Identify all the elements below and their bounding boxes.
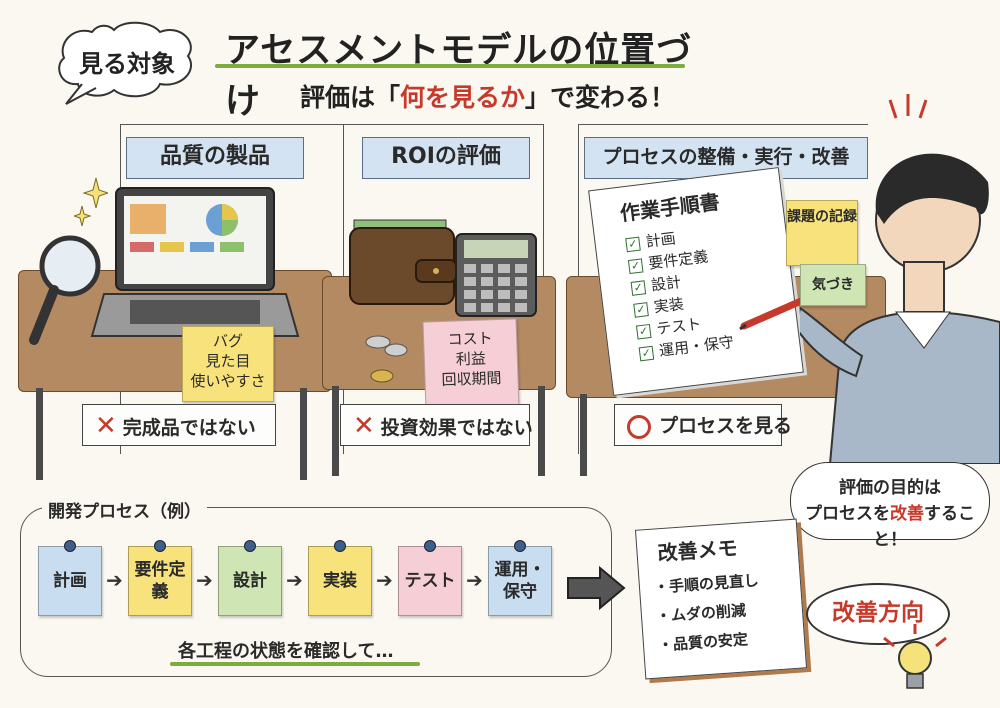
desk-leg [538,386,545,476]
sticky-note-quality: バグ 見た目 使いやすさ [182,326,274,402]
speech-bubble [58,21,192,105]
arrow-right-icon: ➔ [196,568,213,592]
pen-icon [739,294,812,331]
procedure-title: 作業手順書 [618,189,721,226]
procedure-list: ✓計画 ✓要件定義 ✓設計 ✓実装 ✓テスト ✓運用・保守 [625,222,735,365]
panel-top-border [343,124,543,125]
panel-top-border [578,124,868,125]
check-icon: ✓ [633,301,649,318]
panel-label-roi: ROIの評価 [362,137,530,179]
desk-leg [580,394,587,476]
arrow-right-icon: ➔ [286,568,303,592]
desk-leg [332,386,339,476]
panel-label-process: プロセスの整備・実行・改善 [584,137,868,179]
arrow-right-icon: ➔ [106,568,123,592]
caption-underline [170,662,420,666]
calculator-icon [455,233,537,317]
notebook-icon: 改善メモ ・手順の見直し ・ムダの削減 ・品質の安定 [634,518,808,680]
desk-leg [300,388,307,480]
circle-icon [627,414,651,439]
sticky-note-issues: 課題の記録 [786,200,858,266]
verdict-not-product: ✕完成品ではない [82,404,276,446]
process-caption: 各工程の状態を確認して… [178,641,394,662]
memo-item: ・品質の安定 [657,630,749,655]
process-step: 要件定義 [128,546,192,616]
cross-icon: ✕ [95,411,117,441]
process-step: 実装 [308,546,372,616]
memo-title: 改善メモ [656,535,739,566]
pie-chart-icon [206,204,238,236]
sparkle-icon [74,177,108,227]
cross-icon: ✕ [353,411,375,441]
memo-list: ・手順の見直し ・ムダの削減 ・品質の安定 [653,566,764,660]
panel-top-border [120,124,344,125]
wallet-icon [349,219,457,305]
pin-icon [424,540,436,552]
desk-leg [36,388,43,480]
process-step: 計画 [38,546,102,616]
check-icon: ✓ [630,279,647,296]
person-icon [800,153,1000,464]
speech-label: 見る対象 [79,50,175,78]
purpose-speech-bubble: 評価の目的は プロセスを改善すること！ [790,462,990,550]
verdict-see-process: プロセスを見る [614,404,792,446]
arrow-right-icon: ➔ [376,568,393,592]
improvement-direction: 改善方向 [806,583,950,645]
check-icon: ✓ [635,323,652,340]
check-icon: ✓ [627,257,644,274]
subtitle: 評価は「何を見るか」で変わる！ [300,83,676,112]
check-icon: ✓ [638,345,655,361]
sticky-note-awareness: 気づき [800,264,866,306]
emphasis-marks-icon [888,94,928,119]
pin-icon [514,540,526,552]
procedure-document: 作業手順書 ✓計画 ✓要件定義 ✓設計 ✓実装 ✓テスト ✓運用・保守 [588,167,804,396]
pin-icon [64,540,76,552]
arrow-right-icon: ➔ [466,568,483,592]
lightbulb-icon [883,624,947,689]
process-step: 運用・保守 [488,546,552,616]
arrow-right-icon [567,566,626,610]
sticky-note-roi: コスト 利益 回収期間 [422,318,520,410]
pin-icon [154,540,166,552]
coin-icon [365,335,408,383]
subtitle-highlight: 何を見るか [400,83,526,112]
title-underline [215,64,685,68]
magnifier-icon [29,235,101,345]
pin-icon [334,540,346,552]
laptop-icon [90,187,300,337]
pin-icon [244,540,256,552]
process-step: 設計 [218,546,282,616]
check-icon: ✓ [625,236,641,252]
process-label: 開発プロセス（例） [42,497,207,522]
verdict-not-roi: ✕投資効果ではない [340,404,533,446]
process-step: テスト [398,546,462,616]
panel-label-product-quality: 品質の製品 [126,137,304,179]
